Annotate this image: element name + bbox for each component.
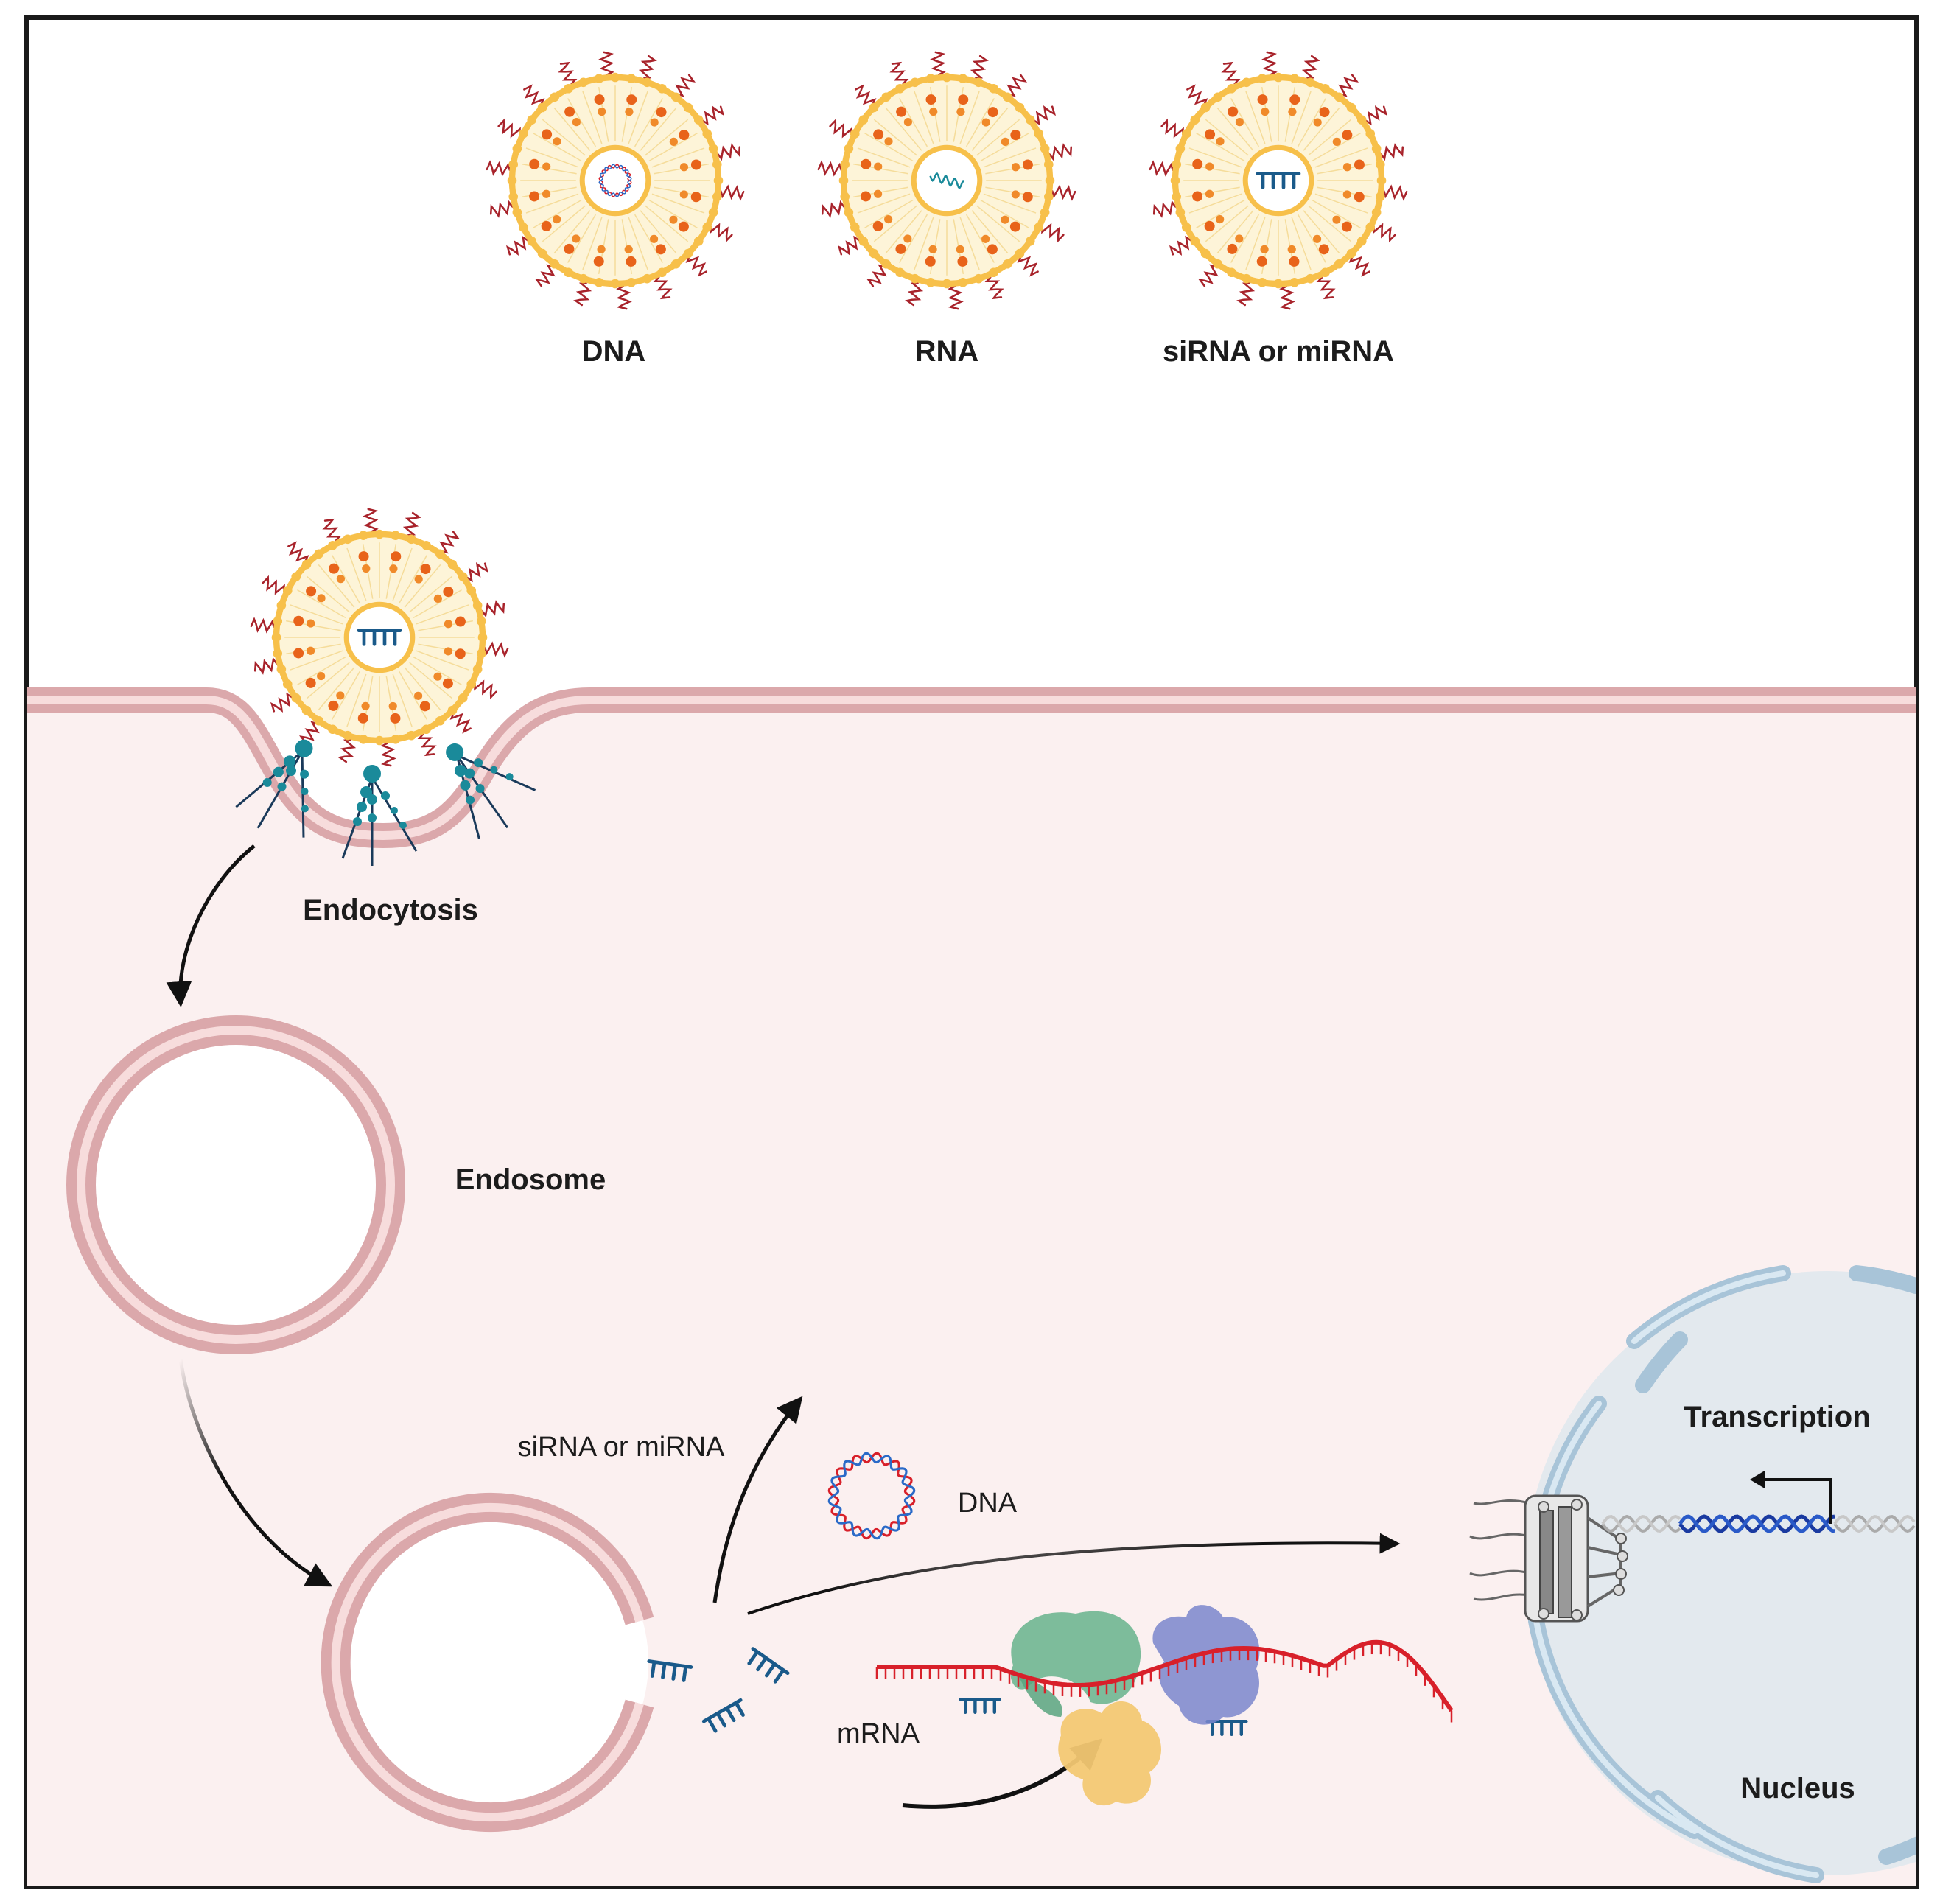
free-sirna-fragments: [647, 1647, 1248, 1737]
plasmid-dna-icon: [827, 1452, 916, 1540]
nuclear-pore-complex-icon: [1469, 1494, 1628, 1623]
lnp-binding-membrane: [250, 508, 509, 767]
label-nucleus: Nucleus: [1740, 1772, 1855, 1805]
mrna-strand: [875, 1639, 1454, 1723]
label-endosome: Endosome: [455, 1163, 606, 1196]
lnp-sirna: [1149, 51, 1408, 310]
label-transcription: Transcription: [1684, 1401, 1870, 1433]
dna-to-nucleus-arrow: [747, 1533, 1401, 1615]
label-endocytosis: Endocytosis: [303, 894, 478, 926]
plasma-membrane-inner: [27, 696, 1916, 841]
lnp-rna: [817, 51, 1076, 310]
transcription-start-arrow: [1750, 1471, 1832, 1524]
lnp-dna: [486, 51, 745, 310]
label-sirna-mirna: siRNA or miRNA: [1163, 335, 1394, 368]
label-sirna-release: siRNA or miRNA: [518, 1432, 725, 1463]
label-dna-release: DNA: [958, 1488, 1018, 1519]
endosome: [66, 1015, 405, 1354]
receptors: [235, 739, 536, 866]
label-mrna: mRNA: [837, 1718, 920, 1749]
endosome-to-release-arrow: [178, 1359, 333, 1587]
endocytosis-arrow: [166, 844, 256, 1007]
label-dna: DNA: [582, 335, 646, 368]
nucleus: [1525, 1271, 1916, 1875]
genomic-dna: [1601, 1514, 1916, 1533]
sirna-release-arrow: [712, 1396, 803, 1603]
label-rna: RNA: [915, 335, 979, 368]
ruptured-endosome: [321, 1493, 654, 1832]
